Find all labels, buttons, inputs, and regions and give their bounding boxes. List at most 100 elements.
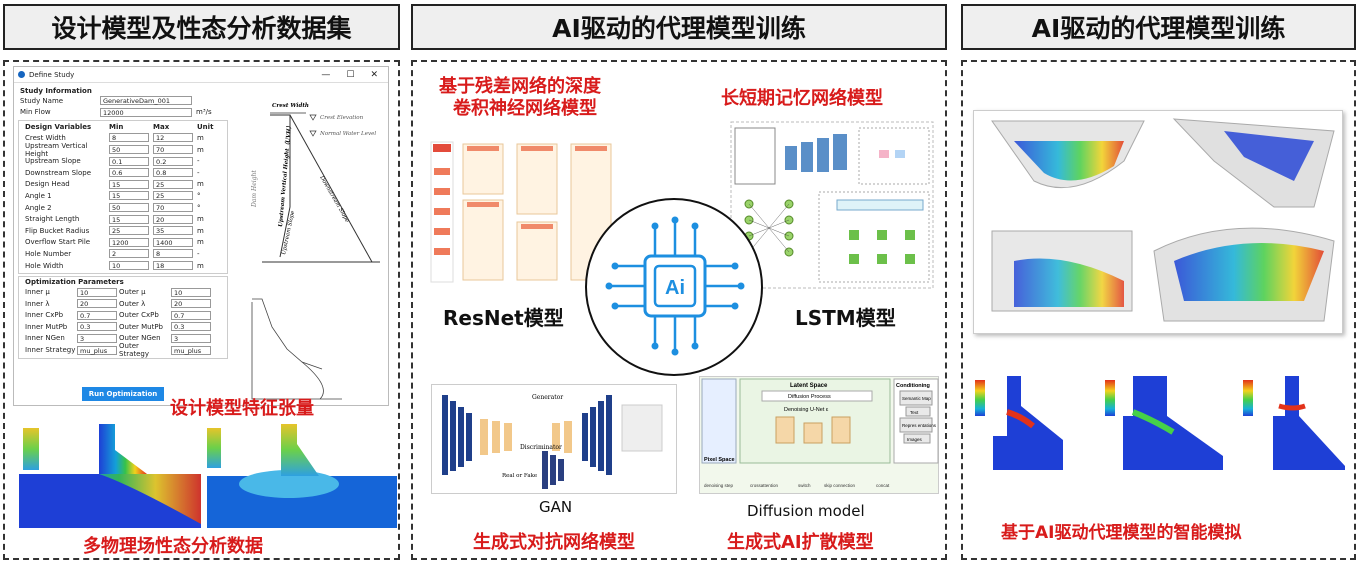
- opt-outer-input[interactable]: 20: [171, 299, 211, 309]
- var-unit: -: [197, 168, 200, 177]
- opt-outer-input[interactable]: 0.7: [171, 310, 211, 320]
- 3d-dam-field-3: [1014, 258, 1124, 307]
- opt-inner-input[interactable]: 0.3: [77, 322, 117, 332]
- var-name: Overflow Start Pile: [25, 238, 91, 247]
- resnet-title-line2: 卷积神经网络模型: [453, 98, 597, 119]
- denoising-label: Denoising U-Net ε: [784, 407, 829, 413]
- resnet-diagram: [430, 141, 612, 283]
- opt-inner-input[interactable]: 3: [77, 333, 117, 343]
- crest-width-label: Crest Width: [272, 103, 309, 109]
- var-max-input[interactable]: 18: [153, 261, 193, 271]
- water-level-label: Normal Water Level: [319, 131, 376, 137]
- var-min-input[interactable]: 0.6: [109, 168, 149, 178]
- define-study-dialog: Define Study — ☐ ✕ Study Information Stu…: [13, 66, 389, 406]
- var-unit: m: [197, 261, 204, 270]
- resnet-title-line1: 基于残差网络的深度: [439, 76, 601, 97]
- gan-generator-label: Generator: [532, 394, 563, 401]
- var-max-input[interactable]: 12: [153, 133, 193, 143]
- lstm-output-box: [858, 127, 930, 185]
- var-min-input[interactable]: 1200: [109, 237, 149, 247]
- var-unit: °: [197, 203, 201, 212]
- var-unit: m: [197, 180, 204, 189]
- var-min-input[interactable]: 50: [109, 145, 149, 155]
- resnet-stages: [434, 168, 450, 255]
- close-icon[interactable]: ✕: [370, 69, 378, 80]
- opt-inner-label: Inner NGen: [25, 334, 65, 343]
- panel-training: 基于残差网络的深度 卷积神经网络模型 长短期记忆网络模型: [411, 60, 947, 560]
- design-tensor-label: 设计模型特征张量: [170, 398, 314, 419]
- opt-inner-label: Inner λ: [25, 299, 50, 308]
- 3d-dam-shell-2: [1172, 118, 1335, 208]
- var-max-input[interactable]: 25: [153, 179, 193, 189]
- var-min-input[interactable]: 8: [109, 133, 149, 143]
- var-max-input[interactable]: 70: [153, 203, 193, 213]
- dam-sketch: Crest Width Crest Elevation Normal Water…: [251, 103, 380, 400]
- minimize-icon[interactable]: —: [321, 69, 331, 80]
- fem-dam-2: [281, 424, 319, 476]
- opt-outer-input[interactable]: 3: [171, 333, 211, 343]
- var-name: Upstream Slope: [25, 157, 81, 166]
- diffusion-process-label: Diffusion Process: [788, 394, 831, 400]
- var-unit: m: [197, 226, 204, 235]
- legend-switch: switch: [798, 483, 811, 488]
- var-max-input[interactable]: 0.8: [153, 168, 193, 178]
- min-flow-input[interactable]: 12000: [100, 107, 192, 117]
- dam-upstream-face: [270, 114, 291, 258]
- opt-outer-label: Outer MutPb: [119, 322, 163, 331]
- opt-inner-input[interactable]: 20: [77, 299, 117, 309]
- var-max-input[interactable]: 20: [153, 214, 193, 224]
- study-info-heading: Study Information: [20, 87, 92, 95]
- var-max-input[interactable]: 70: [153, 145, 193, 155]
- opt-inner-input[interactable]: 10: [77, 287, 117, 297]
- gan-generator-mid: [480, 419, 572, 455]
- section-b: [1123, 376, 1223, 470]
- var-min-input[interactable]: 15: [109, 179, 149, 189]
- opt-inner-input[interactable]: 0.7: [77, 310, 117, 320]
- 3d-dam-field-1: [1014, 141, 1124, 181]
- opt-outer-input[interactable]: 10: [171, 287, 211, 297]
- legend-bar-1: [23, 428, 39, 470]
- pixel-space-box: [701, 378, 737, 464]
- lstm-dense-links: [748, 203, 790, 253]
- var-max-input[interactable]: 8: [153, 249, 193, 259]
- var-unit: -: [197, 157, 200, 166]
- inner-strategy-select[interactable]: mu_plus: [77, 345, 117, 355]
- opt-outer-label: Outer λ: [119, 299, 146, 308]
- fem-contours: [19, 424, 397, 528]
- var-name: Angle 2: [25, 203, 52, 212]
- var-max-input[interactable]: 25: [153, 191, 193, 201]
- header-training: AI驱动的代理模型训练: [411, 4, 947, 50]
- chip-traces: [611, 222, 739, 350]
- var-min-input[interactable]: 15: [109, 191, 149, 201]
- downstream-slope-label: Downstream Slope: [318, 174, 350, 224]
- spillway-profile: [252, 298, 323, 370]
- var-max-input[interactable]: 35: [153, 226, 193, 236]
- var-min-input[interactable]: 2: [109, 249, 149, 259]
- run-optimization-button[interactable]: Run Optimization: [82, 387, 164, 401]
- var-min-input[interactable]: 25: [109, 226, 149, 236]
- var-max-input[interactable]: 1400: [153, 237, 193, 247]
- outer-strategy-select[interactable]: mu_plus: [171, 345, 211, 355]
- images-box: [903, 433, 931, 444]
- var-max-input[interactable]: 0.2: [153, 156, 193, 166]
- maximize-icon[interactable]: ☐: [346, 69, 355, 80]
- opt-outer-input[interactable]: 0.3: [171, 322, 211, 332]
- var-unit: m: [197, 145, 204, 154]
- app-icon: [18, 71, 25, 78]
- section-b-hotspot: [1131, 409, 1175, 435]
- study-name-input[interactable]: GenerativeDam_001: [100, 96, 192, 106]
- legend-bar-2: [207, 428, 221, 468]
- smart-sim-label: 基于AI驱动代理模型的智能模拟: [1001, 523, 1242, 543]
- lstm-output-cell-2: [895, 150, 905, 158]
- var-min-input[interactable]: 10: [109, 261, 149, 271]
- diffusion-title: 生成式AI扩散模型: [727, 532, 874, 553]
- var-min-input[interactable]: 15: [109, 214, 149, 224]
- var-name: Straight Length: [25, 215, 80, 224]
- latent-space-label: Latent Space: [790, 383, 828, 389]
- var-min-input[interactable]: 0.1: [109, 156, 149, 166]
- resnet-stage-boxes: [462, 143, 612, 281]
- var-min-input[interactable]: 50: [109, 203, 149, 213]
